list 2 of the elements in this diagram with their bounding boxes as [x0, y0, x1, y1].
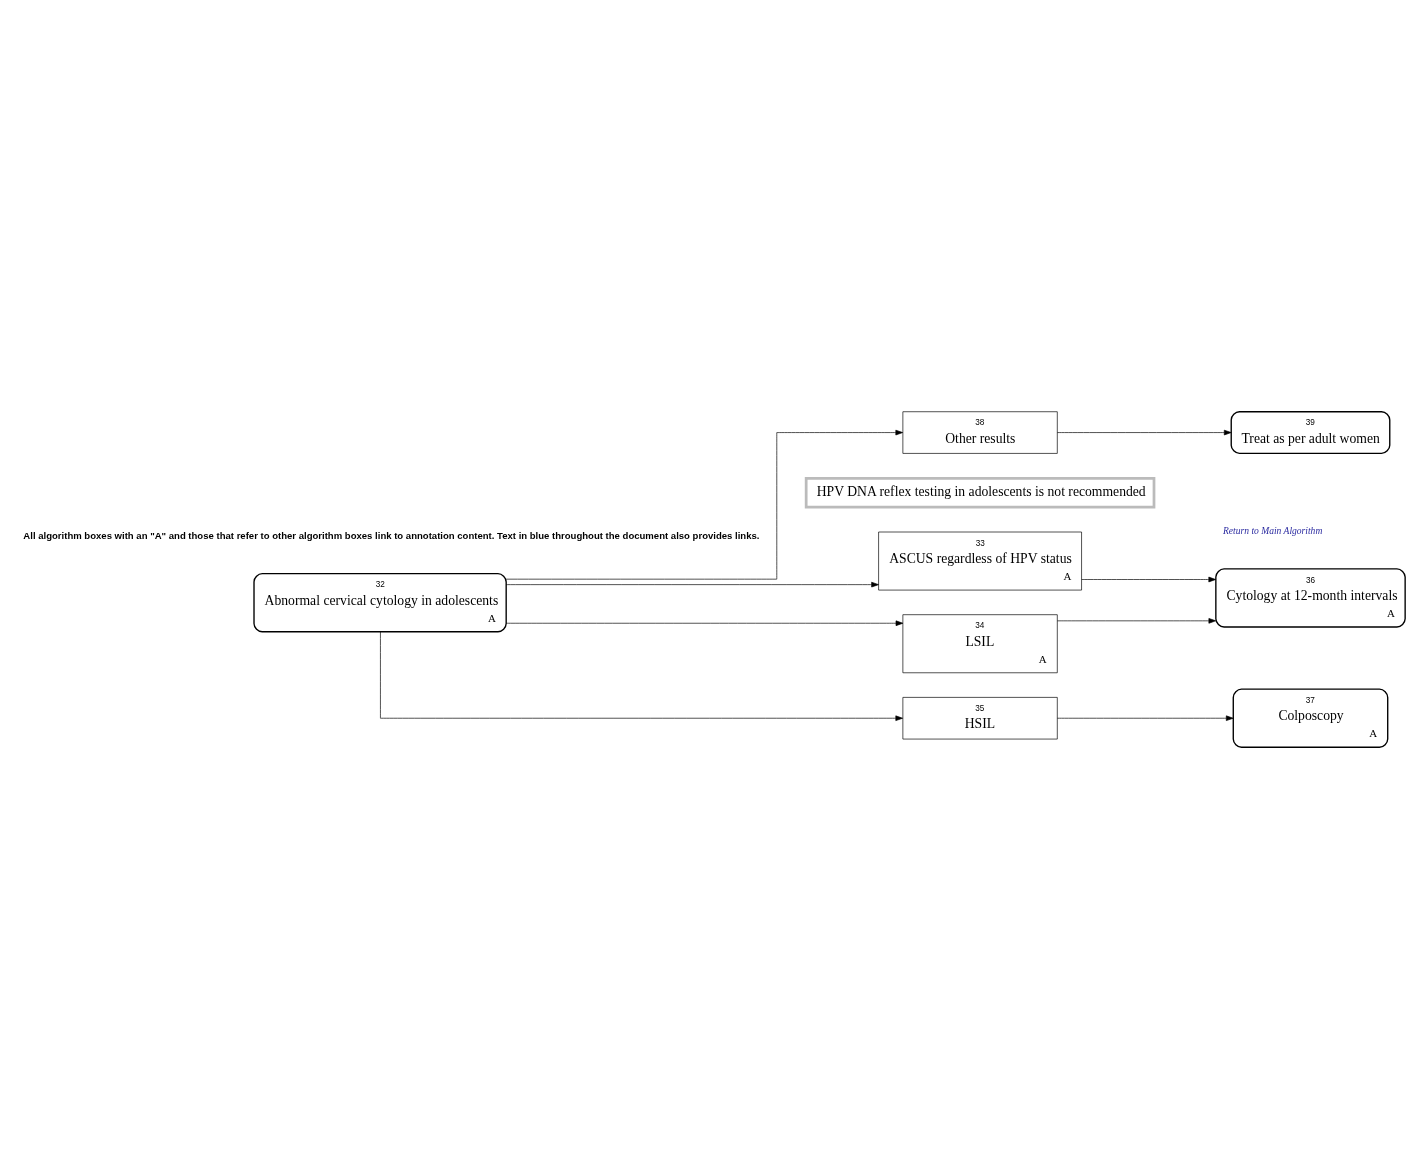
label: Return to Main Algorithm	[1223, 524, 1323, 536]
label: All algorithm boxes with an "A" and those that refer to other algorithm boxes link to annotation content. Text in blue throughout the document also provides links.	[23, 529, 760, 541]
